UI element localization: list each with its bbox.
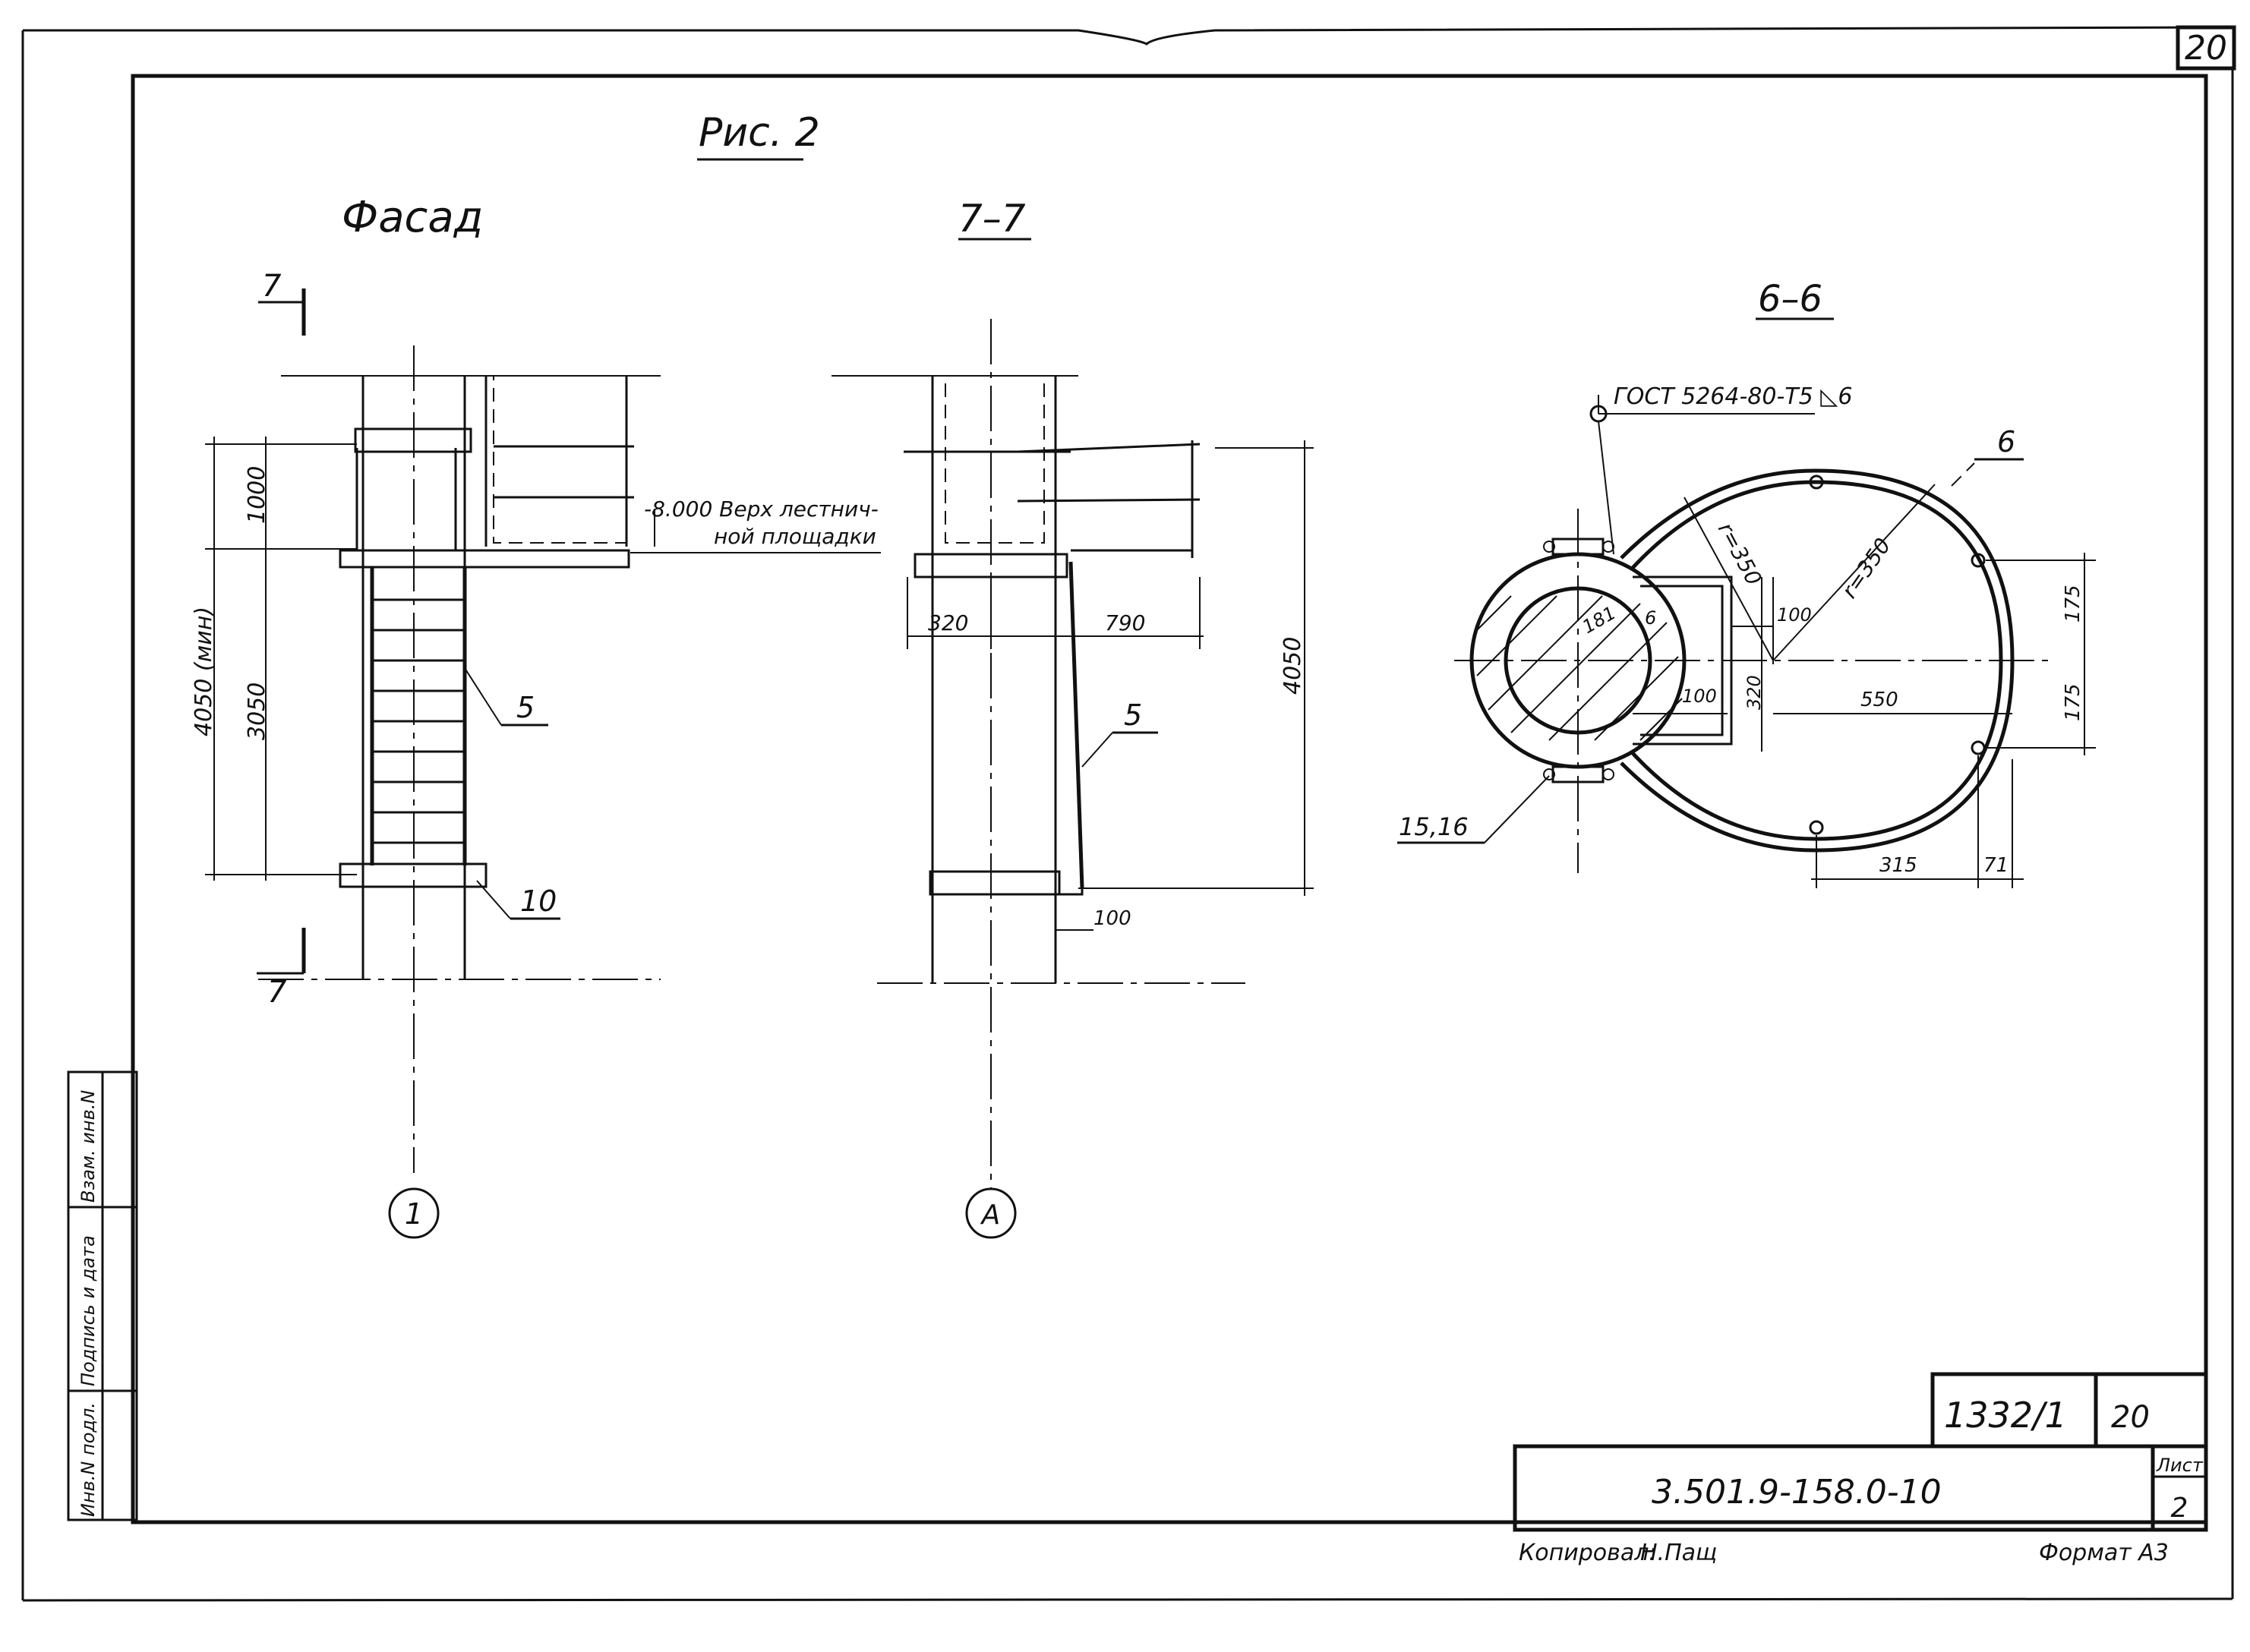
facade-dim-4050min: 4050 (мин) xyxy=(191,607,217,736)
elevation-note-line-2: ной площадки xyxy=(714,524,876,549)
s66-callout-6: 6 xyxy=(1997,425,2015,459)
facade-callout-10: 10 xyxy=(520,884,557,918)
section-mark-bottom: 7 xyxy=(267,975,287,1010)
facade-view: Фасад 7 7 xyxy=(191,193,881,1239)
dim-100-lower: 100 xyxy=(1682,686,1717,707)
figure-title: Рис. 2 xyxy=(699,110,820,156)
s66-callout-15-16: 15,16 xyxy=(1399,812,1469,841)
format-label: Формат А3 xyxy=(2039,1540,2169,1566)
s77-callout-5: 5 xyxy=(1124,698,1142,732)
side-stamp: Инв.N подл. Подпись и дата Взам. инв.N xyxy=(67,1070,138,1521)
s77-dim-320: 320 xyxy=(928,610,968,635)
facade-dim-1000: 1000 xyxy=(244,466,270,524)
section-7-7-view: 7–7 320 790 4050 100 5 A xyxy=(832,197,1314,1239)
ladder-side-5 xyxy=(1068,561,1084,889)
axis-1-label: 1 xyxy=(405,1197,423,1231)
page-number: 20 xyxy=(2185,29,2227,68)
weld-note: ГОСТ 5264-80-Т5 ◺6 xyxy=(1614,383,1852,410)
axis-marker-A xyxy=(965,1187,1017,1239)
section-mark-top: 7 xyxy=(262,269,282,304)
dim-175-lower: 175 xyxy=(2062,683,2084,721)
stamp-inv-podl: Инв.N подл. xyxy=(77,1402,99,1517)
platform-outline xyxy=(1620,468,2015,853)
dim-175-upper: 175 xyxy=(2062,585,2084,623)
s77-dim-4050: 4050 xyxy=(1280,637,1306,695)
axis-A-label: A xyxy=(980,1200,1001,1231)
s77-dim-100: 100 xyxy=(1093,907,1131,930)
page-number-box xyxy=(2176,25,2236,71)
copied-by-label: Копировал: xyxy=(1519,1540,1657,1566)
stamp-signature-date: Подпись и дата xyxy=(77,1235,99,1386)
sheet-label: Лист xyxy=(2156,1455,2204,1476)
section-7-7-title: 7–7 xyxy=(958,197,1026,241)
facade-dim-3050: 3050 xyxy=(244,683,270,740)
copied-by-signature: Н.Пащ xyxy=(1640,1540,1717,1566)
s77-dim-790: 790 xyxy=(1105,610,1145,635)
ladder-5 xyxy=(355,448,467,865)
dim-315: 315 xyxy=(1879,854,1917,877)
drawing-code: 3.501.9-158.0-10 xyxy=(1652,1473,1942,1512)
section-6-6-title: 6–6 xyxy=(1758,278,1822,320)
axis-marker-1 xyxy=(388,1187,440,1239)
section-6-6-view: 6–6 ГОСТ 5264-80-Т5 ◺6 xyxy=(1397,278,2096,888)
title-block: 1332/1 20 3.501.9-158.0-10 Лист 2 Копиро… xyxy=(1513,1372,2208,1566)
stamp-vzam-inv: Взам. инв.N xyxy=(77,1090,99,1203)
dim-550: 550 xyxy=(1860,689,1898,711)
elevation-note-line-1: -8.000 Верх лестнич- xyxy=(644,497,879,522)
sheet-number: 2 xyxy=(2171,1493,2188,1524)
dim-71: 71 xyxy=(1983,854,2009,877)
sheet-border xyxy=(21,26,2234,1602)
radius-left: r=350 xyxy=(1713,519,1767,590)
facade-title: Фасад xyxy=(342,193,483,242)
facade-callout-5: 5 xyxy=(516,691,535,724)
dim-6: 6 xyxy=(1645,607,1656,629)
dim-181: 181 xyxy=(1579,602,1620,638)
dim-100-upper: 100 xyxy=(1777,604,1812,626)
dim-320: 320 xyxy=(1744,675,1765,710)
archive-number: 1332/1 xyxy=(1944,1395,2067,1436)
radius-right: r=350 xyxy=(1837,534,1896,603)
archive-page: 20 xyxy=(2111,1400,2150,1435)
